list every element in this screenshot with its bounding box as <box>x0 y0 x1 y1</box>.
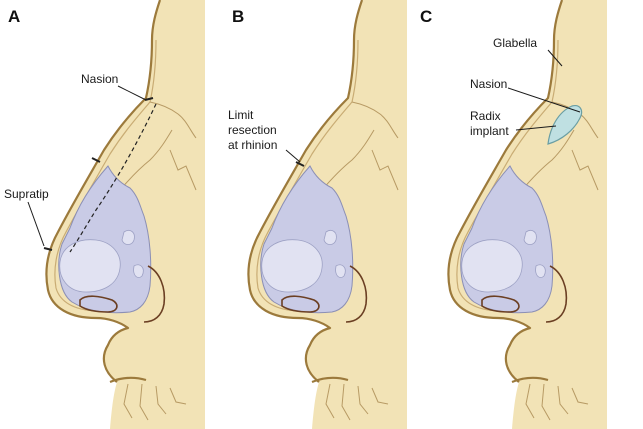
panel-b-letter: B <box>232 7 244 26</box>
panel-b-limit-line3: at rhinion <box>228 138 277 152</box>
panel-a-nasion-label: Nasion <box>81 72 118 86</box>
panel-b-limit-line2: resection <box>228 123 277 137</box>
panel-a-resection-line <box>69 103 157 253</box>
panel-a-supratip-leader <box>27 201 45 247</box>
panel-c-radix-leader <box>515 125 557 131</box>
panel-a-rhinion-mark <box>91 157 101 163</box>
panel-c-letter: C <box>420 7 432 26</box>
panel-c-glabella-label: Glabella <box>493 36 537 50</box>
panel-b-nose-illustration <box>247 0 409 429</box>
panel-a-supratip-mark <box>43 247 53 251</box>
panel-a: A Nasion Supratip <box>4 0 207 429</box>
panel-c: C Glabella Nasion Radix implant <box>420 0 609 429</box>
panel-c-nose-illustration <box>447 0 609 429</box>
panel-a-nasion-leader <box>117 85 147 101</box>
panel-c-glabella-leader <box>547 49 563 67</box>
panel-a-supratip-label: Supratip <box>4 187 49 201</box>
panel-c-nasion-leader <box>507 87 581 113</box>
panel-c-nasion-label: Nasion <box>470 77 507 91</box>
panel-a-nasion-mark <box>144 97 154 101</box>
panel-a-letter: A <box>8 7 20 26</box>
panel-b-limit-line1: Limit <box>228 108 254 122</box>
panel-c-radix-line1: Radix <box>470 109 501 123</box>
panel-c-radix-line2: implant <box>470 124 509 138</box>
panel-b-limit-leader <box>285 149 301 163</box>
panel-b-rhinion-mark <box>295 161 305 167</box>
panel-a-nose-illustration <box>45 0 207 429</box>
panel-c-radix-implant <box>547 105 583 145</box>
panel-b: B Limit resection at rhinion <box>228 0 409 429</box>
